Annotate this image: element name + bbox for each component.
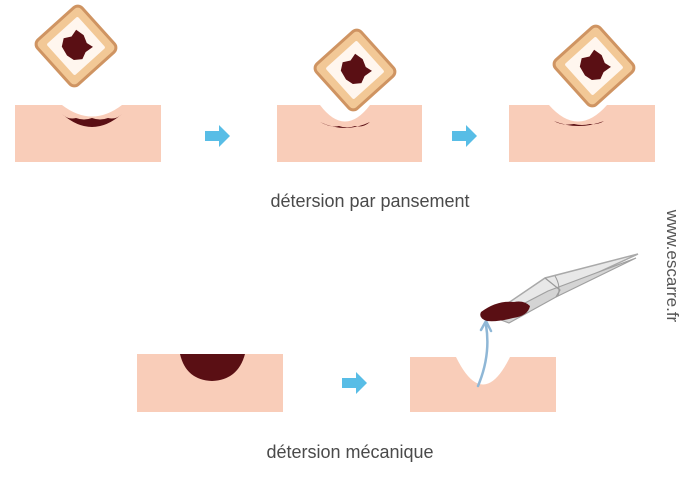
site-watermark: www.escarre.fr [662, 210, 682, 322]
dressing-pad-icon [552, 24, 637, 109]
caption-mechanical-debridement: détersion mécanique [180, 442, 520, 463]
right-arrow-icon [342, 372, 367, 394]
removal-motion-arc [478, 325, 487, 386]
skin-block-debrided [410, 357, 556, 412]
dressing-pad-icon [313, 28, 398, 113]
dressing-step-2 [277, 28, 422, 162]
mechanical-step-2 [410, 254, 638, 412]
mechanical-step-1 [137, 354, 283, 412]
dressing-step-1 [15, 4, 161, 162]
skin-block [277, 105, 422, 162]
skin-block [509, 105, 655, 162]
right-arrow-icon [452, 125, 477, 147]
removed-necrotic-tissue [480, 302, 530, 322]
dressing-pad-icon [34, 4, 119, 89]
caption-dressing-debridement: détersion par pansement [180, 191, 560, 212]
right-arrow-icon [205, 125, 230, 147]
skin-block [15, 105, 161, 162]
dressing-step-3 [509, 24, 655, 162]
